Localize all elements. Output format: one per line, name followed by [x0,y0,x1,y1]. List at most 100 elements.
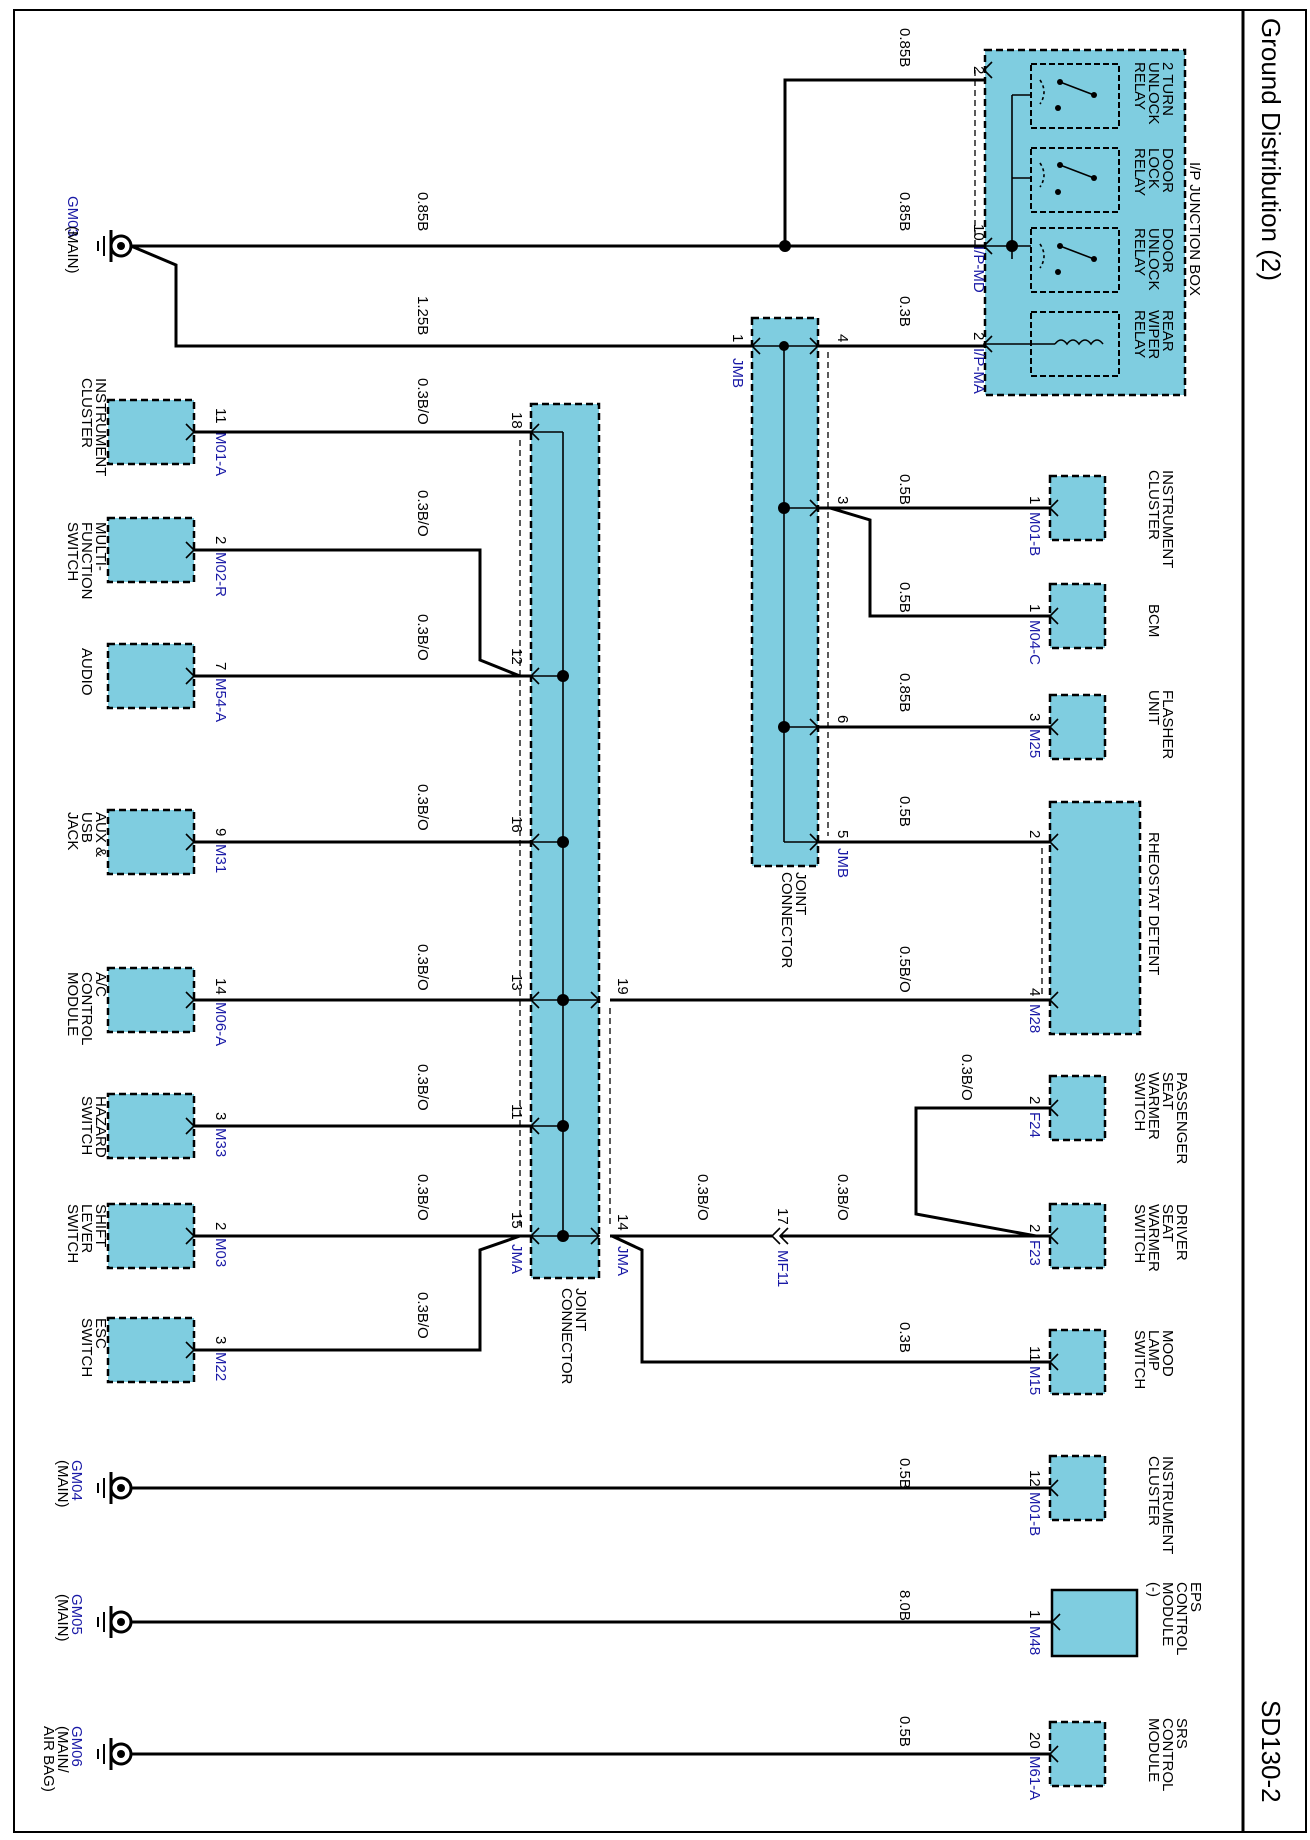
relay-door-unlock [1030,227,1120,293]
wire-label-03bo-3: 0.3B/O [414,614,431,661]
lc4-pin: 9 [212,828,229,836]
lc7-name-a: SHIFT [92,1204,109,1247]
page-code: SD130-2 [1256,1700,1286,1803]
rc8-conn: M01-B [1026,1492,1043,1536]
lc1-pin: 11 [212,408,229,424]
wire-m02r-jma [194,548,531,678]
jmb-pin-1: 1 [729,334,746,342]
wire-label-05b-gm06: 0.5B [896,1716,913,1747]
jma-joint-label-b: CONNECTOR [558,1288,575,1385]
jma-pin-14: 14 [614,1214,631,1231]
lc3-pin: 7 [212,662,229,670]
rc2-pin: 1 [1026,604,1043,612]
lc3-name: AUDIO [78,648,95,696]
relay-2-turn-unlock [1030,63,1120,129]
wire-label-05b-gm04: 0.5B [896,1458,913,1489]
wire-label-05bo: 0.5B/O [896,946,913,993]
component-esc-switch [106,1316,196,1384]
rc5-pin: 2 [1026,1096,1043,1104]
component-eps-control-module [1050,1588,1139,1658]
rc1-name-b: CLUSTER [1145,470,1162,540]
lc2-pin: 2 [212,536,229,544]
component-hazard-switch [106,1092,196,1160]
splice-gm03 [779,240,791,252]
ground-gm04-label: GM04 [68,1460,85,1501]
lc2-name-b: FUNCTION [78,522,95,600]
wire-gm03-jmb [130,244,752,348]
lc6-conn: M33 [212,1128,229,1157]
component-instrument-cluster-lower [1048,1454,1107,1522]
rc3-pin: 3 [1026,713,1043,721]
lc4-name-c: JACK [64,812,81,850]
lc4-name-b: USB [78,812,95,843]
component-instrument-cluster-right [1048,474,1107,542]
rc9-name-a: EPS [1187,1582,1204,1612]
relay-3-label-b: UNLOCK [1145,228,1162,291]
wire-jb-pin2 [783,78,985,246]
jma-pin-19: 19 [614,978,631,995]
rc3-conn: M25 [1026,729,1043,758]
rc4-name: RHEOSTAT DETENT [1145,832,1162,975]
wire-label-085b-b: 0.85B [896,192,913,231]
wire-label-03bo-5: 0.3B/O [414,944,431,991]
lc8-conn: M22 [212,1352,229,1381]
lc6-name-b: SWITCH [78,1096,95,1155]
ip-junction-box-label: I/P JUNCTION BOX [1186,162,1203,296]
ip-junction-box [983,48,1187,397]
lc4-name-a: AUX & [92,812,109,857]
relay-3-label-c: RELAY [1131,228,1148,276]
jmb-label-left: JMB [729,358,746,388]
rc7-name-a: MOOD [1159,1330,1176,1377]
component-instrument-cluster-left [106,398,196,466]
jb-conn-ma: I/P-MA [970,348,987,394]
jma-label-left: JMA [508,1244,525,1274]
component-driver-seat-warmer [1048,1202,1107,1270]
ground-gm06-label: GM06 [68,1726,85,1767]
jb-pin-2b: 2 [970,332,987,340]
component-srs-control-module [1048,1720,1107,1788]
rc10-conn: M61-A [1026,1756,1043,1800]
rc2-conn: M04-C [1026,620,1043,665]
jma-pin-13: 13 [508,974,525,991]
jma-dot-1236 [557,1230,569,1242]
rc7-pin: 11 [1026,1346,1043,1362]
wire-label-03bo-4: 0.3B/O [414,784,431,831]
wire-label-03b-jb: 0.3B [896,296,913,327]
jb-pin-2: 2 [970,66,987,74]
page-title: Ground Distribution (2) [1256,18,1286,281]
lc7-conn: M03 [212,1238,229,1267]
wire-label-085b-a: 0.85B [896,28,913,67]
wire-label-03b-mood: 0.3B [896,1322,913,1353]
mf11-pin: 17 [774,1208,791,1225]
rc8-name-b: CLUSTER [1145,1456,1162,1526]
rc4-conn: M28 [1026,1004,1043,1033]
ground-gm03-label: GM03 [64,196,81,237]
rc10-name-c: MODULE [1145,1718,1162,1782]
component-ac-control-module [106,966,196,1034]
jma-dot-1126 [557,1120,569,1132]
component-flasher-unit [1048,693,1107,761]
rc5-name-c: WARMER [1145,1072,1162,1140]
lc6-name-a: HAZARD [92,1096,109,1158]
rc2-name: BCM [1145,604,1162,637]
wire-label-03bo-mf11: 0.3B/O [694,1174,711,1221]
rc1-name-a: INSTRUMENT [1159,470,1176,568]
rc5-name-b: SEAT [1159,1072,1176,1110]
wire-label-03bo-2: 0.3B/O [414,490,431,537]
lc1-conn: M01-A [212,432,229,476]
joint-connector-jmb [750,316,820,868]
relay-1-label-b: UNLOCK [1145,62,1162,125]
jmb-label-right: JMB [834,848,851,878]
jma-dot-676 [557,670,569,682]
jmb-joint-label-a: JOINT [792,872,809,915]
rc6-name-d: SWITCH [1131,1204,1148,1263]
lc8-name-b: SWITCH [78,1318,95,1377]
rc10-name-b: CONTROL [1159,1718,1176,1791]
rc6-pin: 2 [1026,1224,1043,1232]
component-mood-lamp-switch [1048,1328,1107,1396]
lc7-name-c: SWITCH [64,1204,81,1263]
jma-pin-12: 12 [508,648,525,665]
rc6-name-b: SEAT [1159,1204,1176,1242]
wire-jmb-bcm [829,506,1050,618]
jma-pin-15: 15 [508,1212,525,1229]
